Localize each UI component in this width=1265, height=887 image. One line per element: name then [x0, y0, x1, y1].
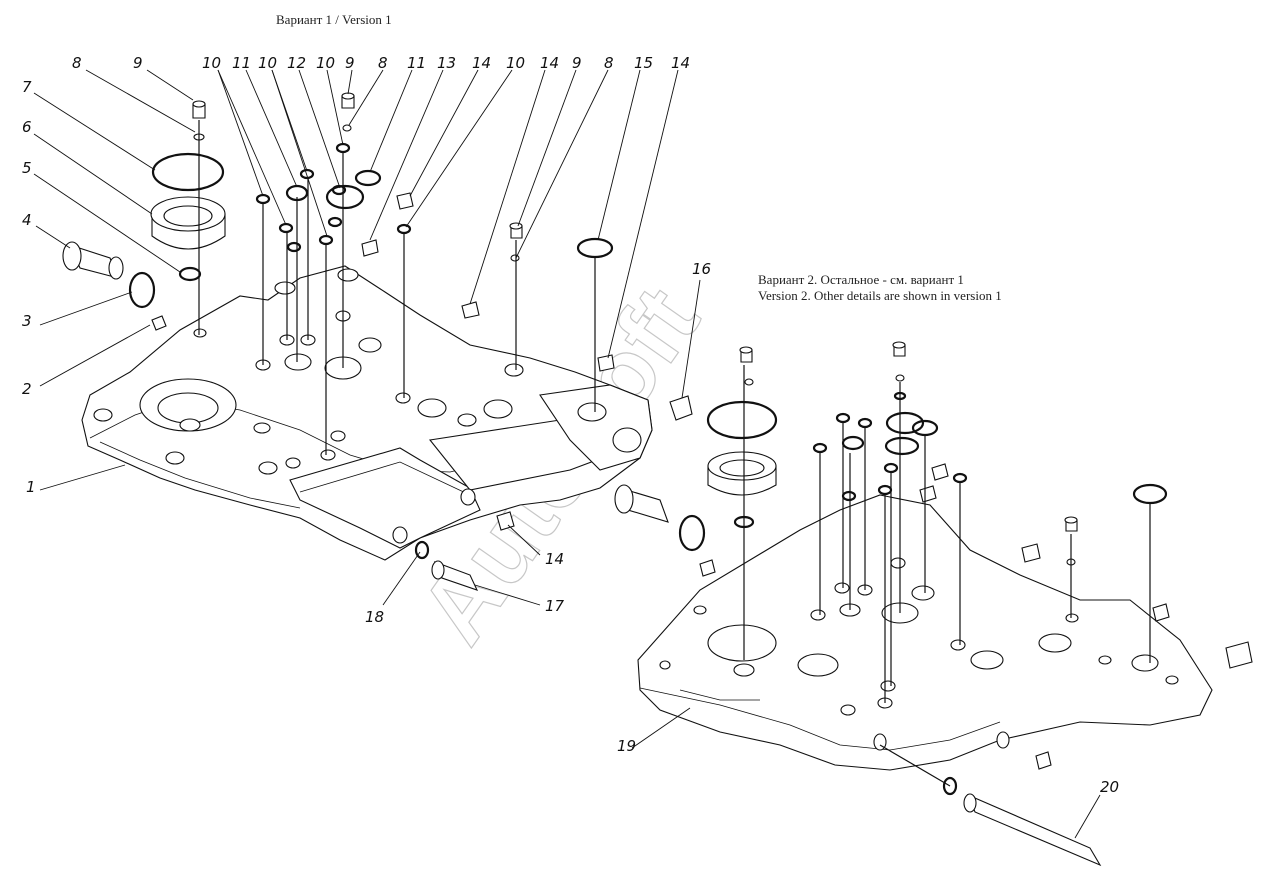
leader-lines: [33, 69, 1101, 839]
callout-9: 9: [345, 54, 355, 72]
callout-14: 14: [472, 54, 491, 72]
callout-2: 2: [22, 380, 32, 398]
callout-18: 18: [365, 608, 384, 626]
variant-1-title: Вариант 1 / Version 1: [276, 12, 392, 27]
callout-10: 10: [202, 54, 221, 72]
callout-4: 4: [22, 211, 32, 229]
callout-10: 10: [316, 54, 335, 72]
callout-11: 11: [407, 54, 426, 72]
variant-2-title-ru: Вариант 2. Остальное - см. вариант 1: [758, 272, 964, 287]
callout-7: 7: [22, 78, 32, 96]
callout-13: 13: [437, 54, 456, 72]
callout-14: 14: [671, 54, 690, 72]
callout-9: 9: [572, 54, 582, 72]
callout-8: 8: [604, 54, 614, 72]
callout-17: 17: [545, 597, 565, 615]
variant-2-parts: [614, 341, 1253, 867]
callout-14: 14: [540, 54, 559, 72]
callout-8: 8: [378, 54, 388, 72]
variant-2-title-en: Version 2. Other details are shown in ve…: [758, 288, 1002, 303]
callout-12: 12: [287, 54, 306, 72]
callout-10: 10: [506, 54, 525, 72]
callout-9: 9: [133, 54, 143, 72]
callout-6: 6: [22, 118, 32, 136]
callout-5: 5: [22, 159, 32, 177]
callout-19: 19: [617, 737, 636, 755]
variant-1-parts: [62, 92, 693, 591]
callout-1: 1: [26, 478, 36, 496]
callout-labels: 8 9 10 11 10 12 10 9 8 11 13 14 10 14 9 …: [22, 54, 1119, 796]
callout-8: 8: [72, 54, 82, 72]
callout-15: 15: [634, 54, 653, 72]
callout-14: 14: [545, 550, 564, 568]
callout-20: 20: [1100, 778, 1119, 796]
valve-body-housing-1: [81, 265, 653, 561]
callout-3: 3: [22, 312, 32, 330]
callout-16: 16: [692, 260, 711, 278]
callout-11: 11: [232, 54, 251, 72]
callout-10: 10: [258, 54, 277, 72]
